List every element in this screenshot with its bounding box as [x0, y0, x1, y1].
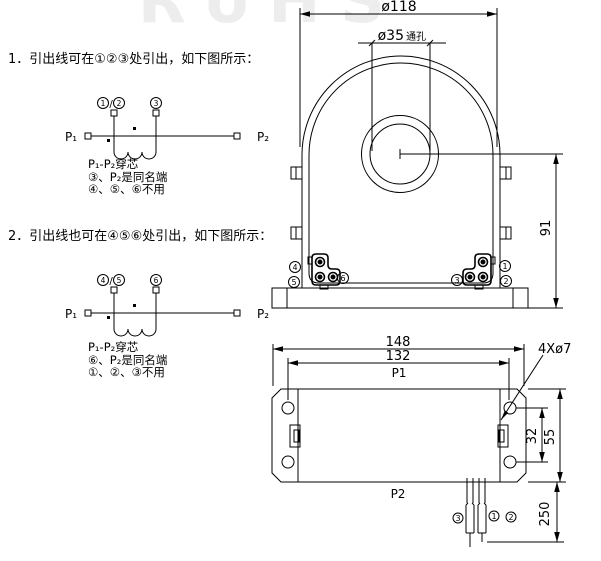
tap-terminal-square [110, 286, 118, 294]
p1-terminal-square [84, 132, 92, 140]
mounting-hole [503, 455, 517, 469]
circuit-diagram-2: 4 5 6 / P₁ P₂ [65, 274, 269, 337]
polarity-dot [107, 139, 110, 142]
tap-terminal-square [152, 286, 160, 294]
tap-label-2: 2 [117, 99, 122, 108]
callout-4x7-label: 4Xø7 [538, 342, 571, 357]
circled-number [499, 260, 511, 272]
circled-number [500, 275, 512, 287]
tap-label-6: 6 [154, 276, 159, 285]
body-outline [271, 388, 527, 483]
section-1-notes: P₁-P₂穿芯 ③、P₂是同名端 ④、⑤、⑥不用 [88, 158, 167, 196]
circled-number [451, 274, 463, 286]
bottom-view-drawing: 148 132 P1 4Xø7 32 [271, 335, 571, 547]
note-line: P₁-P₂穿芯 [88, 157, 139, 171]
circled-number [97, 274, 109, 286]
dim-250-label: 250 [538, 502, 553, 527]
circled-number [488, 510, 500, 522]
note-line: ⑥、P₂是同名端 [88, 352, 168, 367]
p1-terminal-square [84, 309, 92, 317]
terminal-2-label: 2 [503, 277, 508, 286]
inner-cavity-bottom [308, 272, 494, 284]
note-line: ①、②、③不用 [88, 365, 165, 379]
tap-label-5: 5 [117, 276, 122, 285]
dim-35-label: ø35 [378, 28, 404, 44]
polarity-dot [133, 304, 136, 307]
secondary-coil [113, 328, 157, 337]
lead-wires [465, 478, 487, 547]
circled-number [113, 97, 125, 109]
dim-118-label: ø118 [381, 0, 416, 15]
terminal-cluster-right [462, 253, 496, 290]
through-hole-note: 通孔 [406, 31, 426, 43]
callout-leader [500, 354, 544, 421]
tap-label-4: 4 [101, 276, 106, 285]
slash-separator: / [109, 99, 113, 110]
side-clip-detail [293, 429, 300, 443]
dim-91-label: 91 [539, 220, 554, 237]
circled-number [113, 274, 125, 286]
dim-55-label: 55 [543, 429, 558, 446]
p2-label: P₂ [257, 307, 269, 321]
terminal-5-label: 5 [291, 278, 296, 287]
terminal-1-label: 1 [502, 262, 507, 271]
section-2-notes: P₁-P₂穿芯 ⑥、P₂是同名端 ①、②、③不用 [88, 341, 167, 379]
circled-number [289, 261, 301, 273]
section-2-heading: 2．引出线也可在④⑤⑥处引出，如下图所示： [8, 229, 273, 244]
body-inner-wall [308, 62, 494, 273]
wire-3-label: 3 [455, 514, 460, 523]
side-clip-detail [498, 429, 505, 443]
circled-number [452, 512, 464, 524]
side-clip [289, 424, 301, 448]
body-outer-wall [301, 55, 501, 288]
p2-terminal-square [233, 132, 241, 140]
terminal-cluster-left [307, 253, 341, 290]
dim-132-label: 132 [386, 349, 411, 364]
note-line: P₁-P₂穿芯 [88, 340, 139, 354]
section-1-heading: 1．引出线可在①②③处引出，如下图所示： [8, 52, 260, 67]
secondary-coil [113, 151, 157, 160]
circled-number [505, 511, 517, 523]
p1-label: P₁ [65, 307, 77, 321]
mounting-base [271, 287, 529, 309]
circled-number [150, 274, 162, 286]
p1-label: P₁ [65, 130, 77, 144]
circled-number [150, 97, 162, 109]
note-line: ③、P₂是同名端 [88, 169, 168, 184]
tap-terminal-square [110, 109, 118, 117]
circled-number [97, 97, 109, 109]
p2-terminal-square [233, 309, 241, 317]
tap-terminal-square [152, 109, 160, 117]
dim-32-label: 32 [525, 428, 540, 445]
note-line: ④、⑤、⑥不用 [88, 182, 165, 196]
terminal-6-label: 6 [340, 274, 345, 283]
p1-side-label: P1 [392, 366, 407, 380]
tap-label-1: 1 [101, 99, 106, 108]
watermark-text: RoHS [138, 0, 405, 37]
circuit-diagram-1: 1 2 3 / P₁ P₂ [65, 97, 269, 160]
dim-148-label: 148 [386, 335, 411, 350]
side-clip [497, 424, 509, 448]
mounting-hole [281, 455, 295, 469]
wire-2-label: 2 [508, 513, 513, 522]
polarity-dot [133, 127, 136, 130]
front-view-drawing: 4 5 6 3 1 2 ø118 [271, 0, 563, 309]
slash-separator: / [109, 276, 113, 287]
polarity-dot [107, 316, 110, 319]
p2-label: P₂ [257, 130, 269, 144]
circled-number [337, 272, 349, 284]
wire-1-label: 1 [491, 512, 496, 521]
mounting-hole [281, 401, 295, 415]
terminal-3-label: 3 [454, 276, 459, 285]
tap-label-3: 3 [154, 99, 159, 108]
terminal-4-label: 4 [292, 263, 297, 272]
circled-number [288, 276, 300, 288]
p2-side-label: P2 [391, 487, 406, 501]
